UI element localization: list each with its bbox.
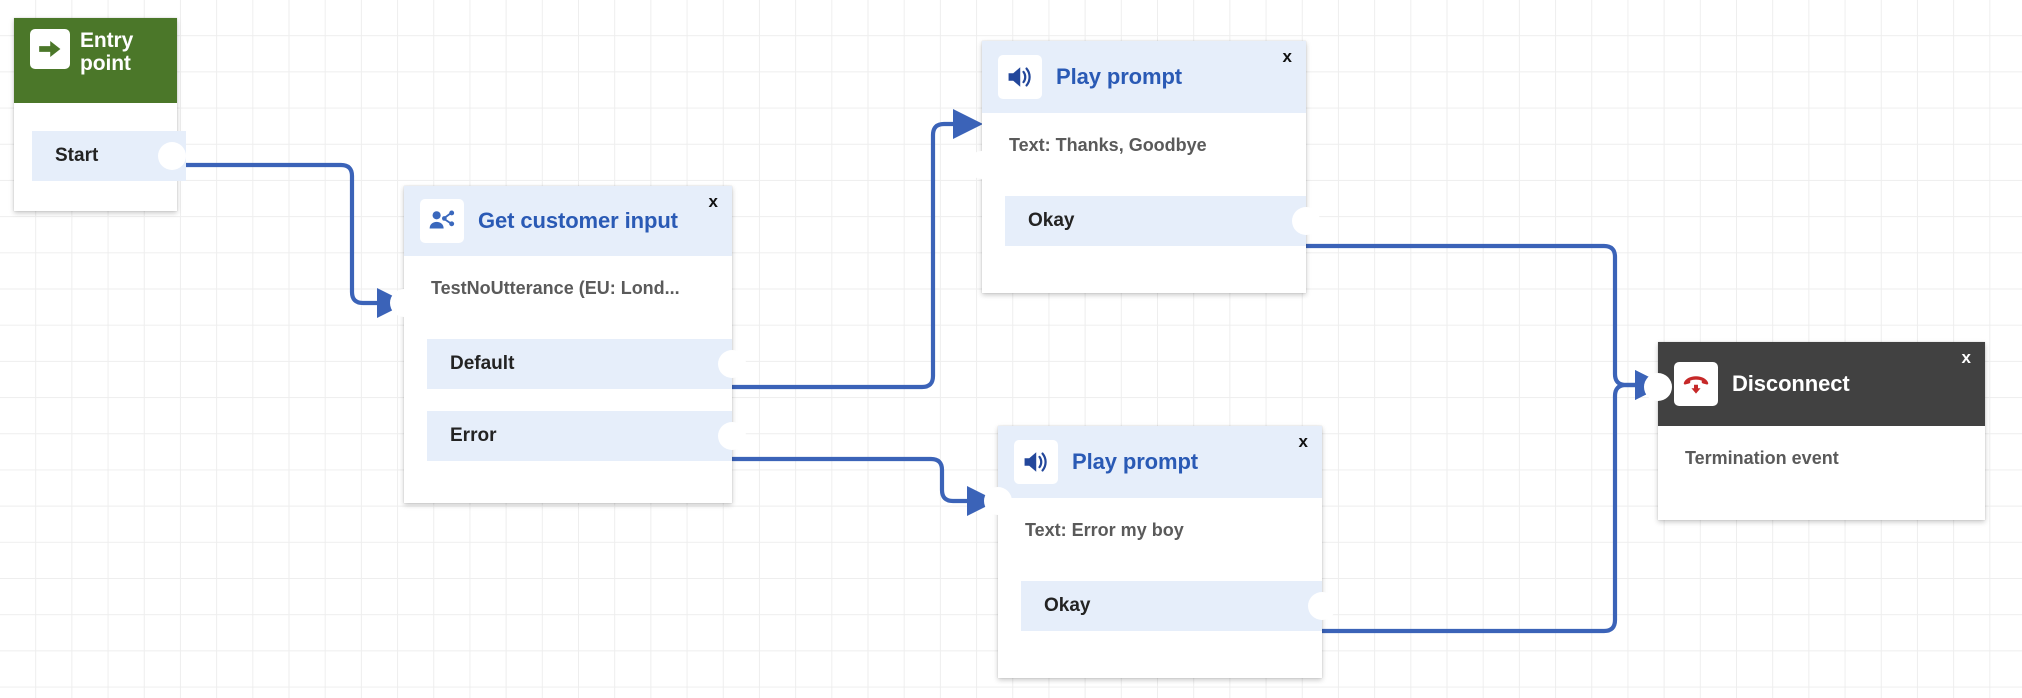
entry-point-body: Start <box>14 103 186 211</box>
port-start[interactable]: Start <box>32 131 186 181</box>
port-start-label: Start <box>55 145 99 166</box>
play-prompt-goodbye-title: Play prompt <box>1056 64 1183 89</box>
wire-okay-error-to-disconnect <box>1322 369 1665 634</box>
get-customer-input-subtitle: TestNoUtterance (EU: Lond... <box>431 278 680 298</box>
port-okay-error-label: Okay <box>1044 595 1091 616</box>
speaker-volume-icon <box>998 55 1042 99</box>
play-prompt-goodbye-body: Text: Thanks, Goodbye Okay <box>982 113 1320 293</box>
wire-okay-goodbye-to-disconnect <box>1306 243 1665 401</box>
close-icon[interactable]: x <box>708 192 718 211</box>
get-customer-input-title: Get customer input <box>478 208 678 233</box>
play-prompt-error-subtitle: Text: Error my boy <box>1025 520 1184 540</box>
port-okay-goodbye-label: Okay <box>1028 210 1075 231</box>
play-prompt-error-body: Text: Error my boy Okay <box>998 498 1336 678</box>
node-get-customer-input[interactable]: Get customer input x TestNoUtterance (EU… <box>390 186 746 503</box>
user-branch-icon <box>420 199 464 243</box>
node-play-prompt-error[interactable]: Play prompt x Text: Error my boy Okay <box>984 426 1336 678</box>
port-okay-goodbye-dot[interactable] <box>1292 207 1320 235</box>
close-icon[interactable]: x <box>1298 432 1308 451</box>
play-prompt-goodbye-in-dot <box>968 151 996 179</box>
node-disconnect[interactable]: Disconnect x Termination event <box>1644 342 1985 520</box>
disconnect-title: Disconnect <box>1732 371 1850 396</box>
play-prompt-error-header: Play prompt x <box>998 426 1322 498</box>
disconnect-header: Disconnect x <box>1658 342 1985 426</box>
play-prompt-error-title: Play prompt <box>1072 449 1199 474</box>
disconnect-body: Termination event <box>1658 426 1985 520</box>
node-play-prompt-goodbye[interactable]: Play prompt x Text: Thanks, Goodbye Okay <box>968 41 1320 293</box>
speaker-volume-icon <box>1014 440 1058 484</box>
play-prompt-goodbye-header: Play prompt x <box>982 41 1306 113</box>
play-prompt-error-in-dot <box>984 487 1012 515</box>
port-okay-goodbye[interactable]: Okay <box>1005 196 1320 246</box>
phone-hangup-icon <box>1674 362 1718 406</box>
get-customer-input-in-dot <box>390 289 418 317</box>
play-prompt-goodbye-subtitle: Text: Thanks, Goodbye <box>1009 135 1207 155</box>
port-error-dot[interactable] <box>718 422 746 450</box>
port-error[interactable]: Error <box>427 411 746 461</box>
port-default[interactable]: Default <box>427 339 746 389</box>
wire-default-to-play-prompt-goodbye <box>732 108 983 390</box>
port-default-dot[interactable] <box>718 350 746 378</box>
port-start-dot[interactable] <box>158 142 186 170</box>
wire-error-to-play-prompt-error <box>732 456 997 517</box>
close-icon[interactable]: x <box>1961 348 1971 367</box>
get-customer-input-header: Get customer input x <box>404 186 732 256</box>
get-customer-input-body: TestNoUtterance (EU: Lond... Default Err… <box>404 256 746 503</box>
port-okay-error[interactable]: Okay <box>1021 581 1336 631</box>
port-error-label: Error <box>450 425 497 446</box>
close-icon[interactable]: x <box>1282 47 1292 66</box>
port-default-label: Default <box>450 353 515 374</box>
wire-start-to-get-customer-input <box>174 162 407 319</box>
disconnect-in-dot <box>1644 373 1672 401</box>
disconnect-subtitle: Termination event <box>1685 448 1839 468</box>
port-okay-error-dot[interactable] <box>1308 592 1336 620</box>
arrow-right-in-box-icon <box>30 29 70 69</box>
